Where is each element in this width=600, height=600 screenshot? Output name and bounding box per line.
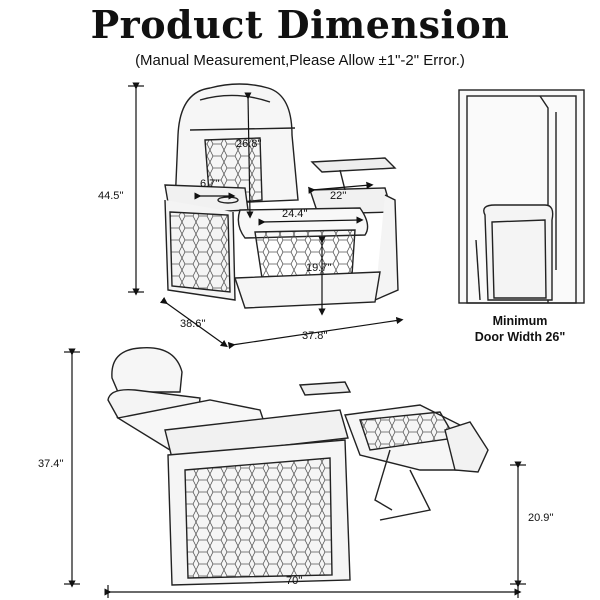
front-dimension-lines: [128, 82, 404, 350]
reclined-height-label: 37.4'': [38, 458, 64, 470]
armrest-width-label: 6.7'': [200, 178, 220, 190]
error-note: (Manual Measurement,Please Allow ±1"-2" …: [135, 52, 465, 69]
tray-width-label: 22'': [330, 190, 347, 202]
reclined-chair-drawing: [107, 347, 489, 586]
total-height-label: 44.5'': [98, 190, 124, 202]
door-caption-line1: Minimum: [492, 314, 548, 328]
footrest-height-label: 20.9'': [528, 512, 554, 524]
side-dimension-lines: [64, 348, 526, 598]
reclined-length-label: 70'': [286, 575, 303, 587]
width-label: 37.8'': [302, 330, 328, 342]
page-title: Product Dimension: [90, 2, 510, 47]
seat-width-label: 24.4'': [282, 208, 308, 220]
headrest-height-label: 26.8'': [236, 138, 262, 150]
depth-label: 38.6'': [180, 318, 206, 330]
door-caption-line2: Door Width 26": [474, 330, 566, 344]
seat-depth-label: 19.7'': [306, 262, 332, 274]
door-diagram: [458, 89, 585, 304]
door-caption: Minimum Door Width 26": [455, 313, 585, 345]
